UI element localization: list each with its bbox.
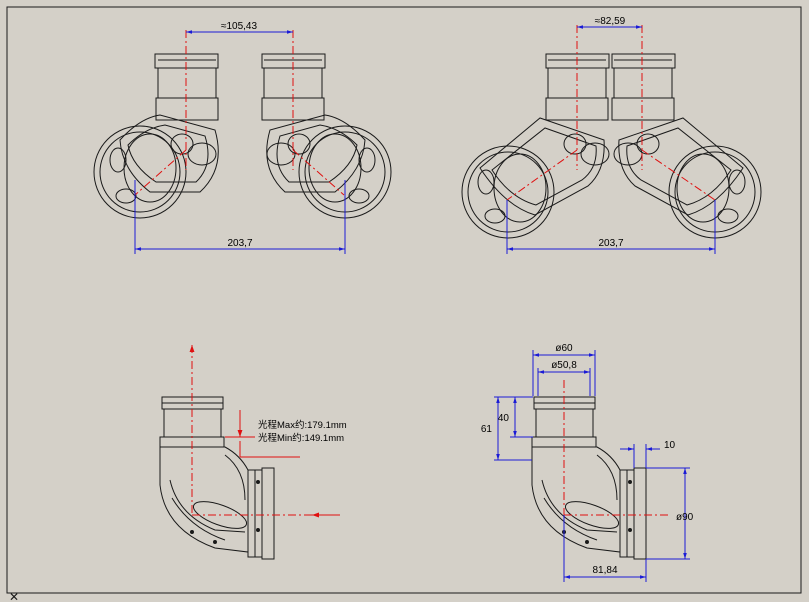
dim-flange-diameter: ø90 — [676, 512, 694, 523]
dim-total-height: 61 — [481, 424, 493, 435]
dim-flange-thickness: 10 — [664, 440, 676, 451]
dim-span-top-left: 203,7 — [227, 238, 252, 249]
note-optical-path-min: 光程Min约:149.1mm — [258, 432, 344, 444]
view-top-right — [461, 53, 762, 239]
dimensions-top-left — [134, 30, 346, 254]
centerlines-top-left — [134, 30, 345, 196]
dim-collar-height: 40 — [498, 413, 510, 424]
corner-axis-mark: ✕ — [9, 590, 19, 602]
centerlines-bottom-right — [563, 380, 668, 516]
dim-inner-diameter: ø50,8 — [551, 360, 577, 371]
view-bottom-left — [159, 396, 275, 560]
centerlines-top-right — [506, 25, 716, 201]
dim-span-top-right: 203,7 — [598, 238, 623, 249]
dim-gap-top-right: ≈82,59 — [595, 16, 626, 27]
dimensions-top-right — [506, 25, 716, 254]
dim-gap-top-left: ≈105,43 — [221, 21, 258, 32]
dim-outer-diameter: ø60 — [555, 343, 573, 354]
dimensions-bottom-right — [494, 350, 690, 582]
note-optical-path-max: 光程Max约:179.1mm — [258, 419, 347, 431]
sheet-border — [6, 6, 802, 594]
centerlines-bottom-left — [189, 345, 340, 518]
dim-horizontal-offset: 81,84 — [592, 565, 617, 576]
